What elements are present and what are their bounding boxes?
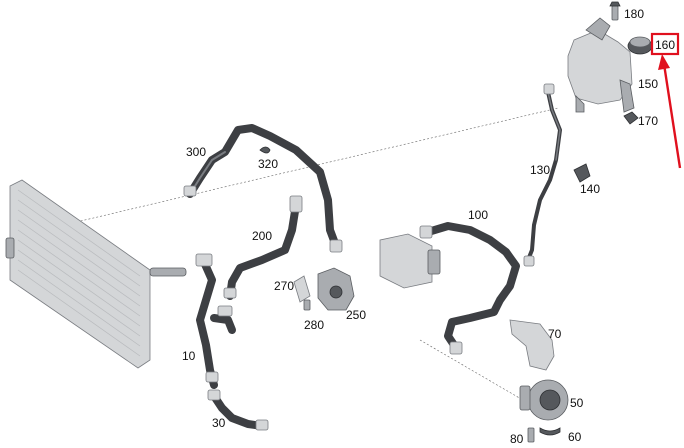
gasket-60[interactable] (539, 427, 561, 436)
hose-10[interactable] (195, 253, 236, 389)
label-160: 160 (655, 38, 675, 52)
red-arrow-icon (658, 54, 682, 169)
radiator[interactable] (5, 179, 187, 369)
label-300: 300 (186, 145, 206, 159)
label-100: 100 (468, 208, 488, 222)
bracket-70[interactable] (509, 319, 555, 371)
label-150: 150 (638, 77, 658, 91)
clip-140[interactable] (573, 163, 591, 183)
label-200: 200 (252, 229, 272, 243)
pump-50[interactable] (519, 379, 569, 421)
label-250: 250 (346, 308, 366, 322)
label-140: 140 (580, 182, 600, 196)
label-270: 270 (274, 279, 294, 293)
label-30: 30 (212, 416, 226, 430)
leader-line-radiator (29, 107, 559, 234)
label-280: 280 (304, 318, 324, 332)
bracket-270[interactable] (293, 275, 311, 303)
leader-line-pump (419, 339, 541, 411)
label-60: 60 (568, 430, 582, 444)
clip-320[interactable] (259, 146, 271, 154)
label-70: 70 (548, 327, 562, 341)
seal-170[interactable] (623, 111, 639, 125)
label-80: 80 (510, 432, 524, 446)
label-130: 130 (530, 163, 550, 177)
hose-30[interactable] (207, 389, 269, 431)
hose-300[interactable] (183, 124, 343, 253)
cap-160[interactable] (627, 36, 653, 55)
bolt-180[interactable] (609, 1, 621, 21)
label-50: 50 (570, 396, 584, 410)
label-10: 10 (182, 349, 196, 363)
label-170: 170 (638, 114, 658, 128)
label-320: 320 (258, 157, 278, 171)
bolt-80[interactable] (527, 427, 535, 443)
hose-100[interactable] (419, 222, 520, 355)
coolant-reservoir-150[interactable] (567, 17, 635, 113)
hose-200[interactable] (223, 195, 303, 300)
highlight-box-160 (650, 32, 680, 56)
label-180: 180 (624, 7, 644, 21)
pump-250[interactable] (317, 267, 355, 311)
control-module[interactable] (379, 233, 441, 289)
hose-130[interactable] (523, 83, 562, 267)
bolt-280[interactable] (303, 299, 311, 311)
